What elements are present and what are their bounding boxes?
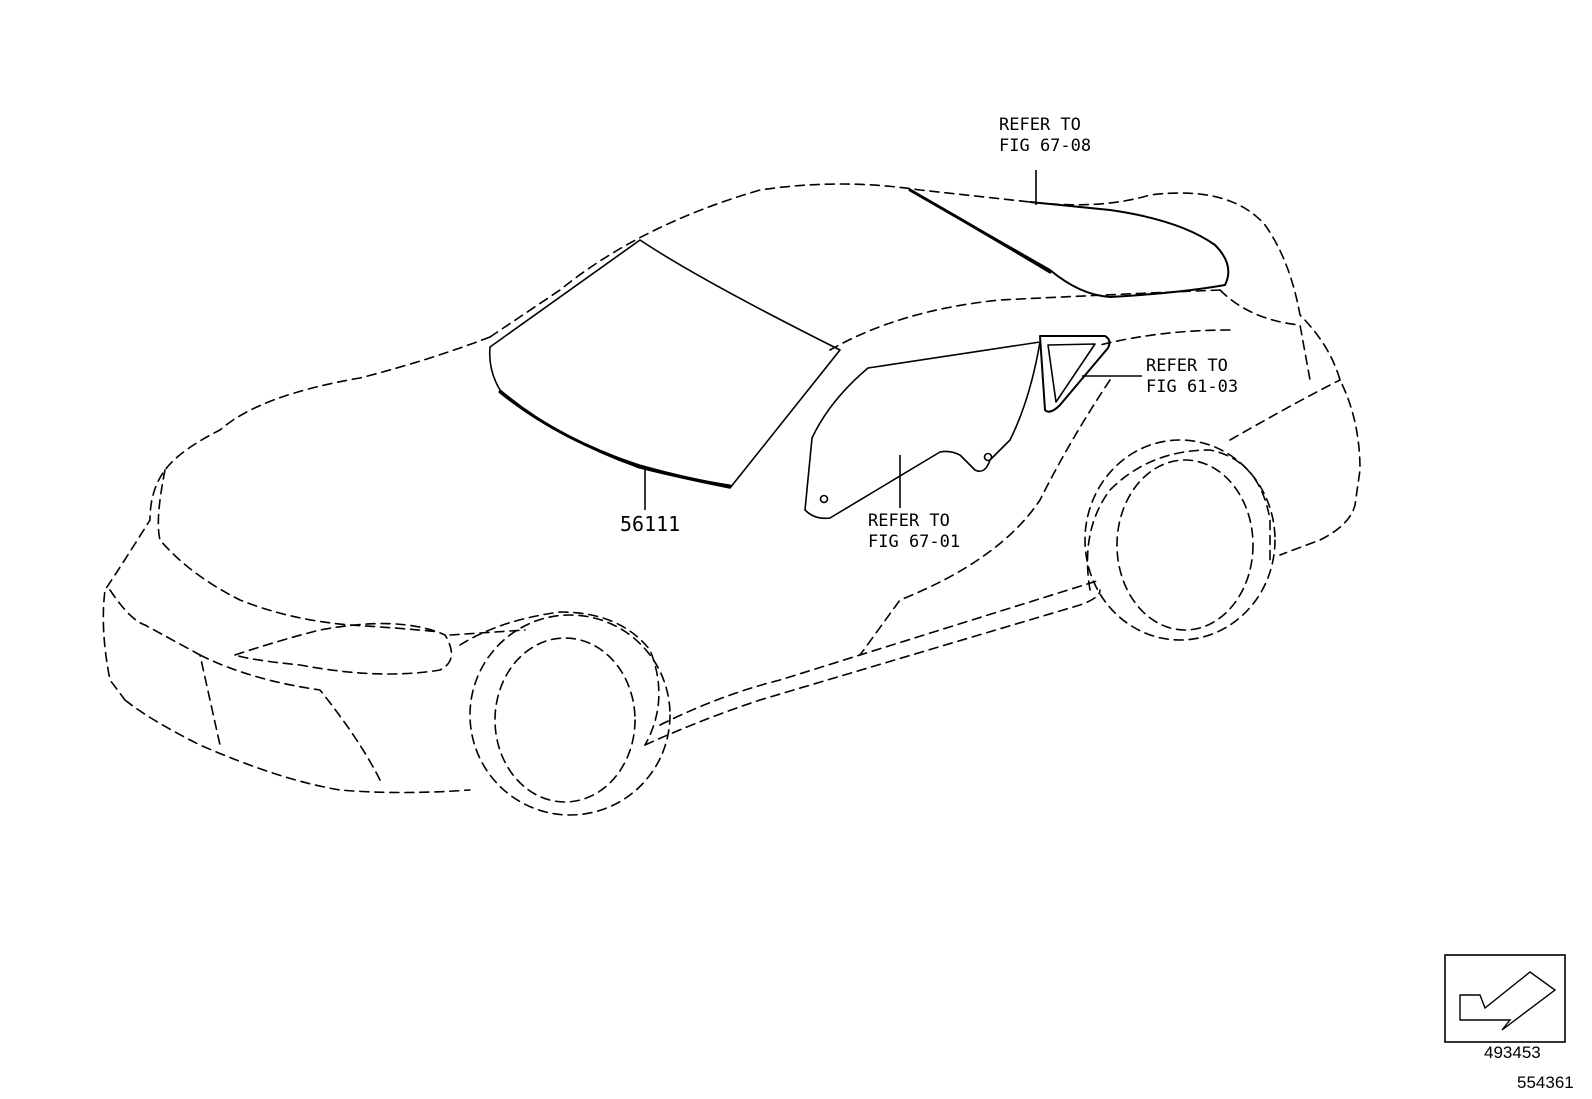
orientation-indicator	[1444, 954, 1566, 1043]
callout-door-glass-line1: REFER TO	[868, 511, 950, 531]
orientation-id: 493453	[1484, 1043, 1541, 1062]
windshield-part-number: 56111	[620, 512, 681, 536]
illustration-id: 554361	[1517, 1073, 1574, 1092]
callout-quarter-window-line1: REFER TO	[1146, 356, 1228, 376]
orientation-box	[1444, 954, 1566, 1043]
callout-rear-glass: REFER TO FIG 67-08	[999, 115, 1091, 157]
car-body-outline	[102, 183, 1361, 816]
leader-lines	[644, 170, 1142, 510]
orientation-arrow-icon	[1459, 971, 1557, 1031]
callout-door-glass-line2: FIG 67-01	[868, 532, 961, 552]
callout-rear-glass-line2: FIG 67-08	[999, 136, 1092, 156]
callout-door-glass: REFER TO FIG 67-01	[868, 511, 960, 553]
rear-glass-outline	[909, 189, 1230, 298]
glass-outlines	[488, 188, 1230, 520]
callout-quarter-window-line2: FIG 61-03	[1146, 377, 1239, 397]
door-glass-outline	[804, 341, 1041, 520]
callout-quarter-window: REFER TO FIG 61-03	[1146, 356, 1238, 398]
callout-rear-glass-line1: REFER TO	[999, 115, 1081, 135]
windshield-outline	[488, 239, 841, 489]
